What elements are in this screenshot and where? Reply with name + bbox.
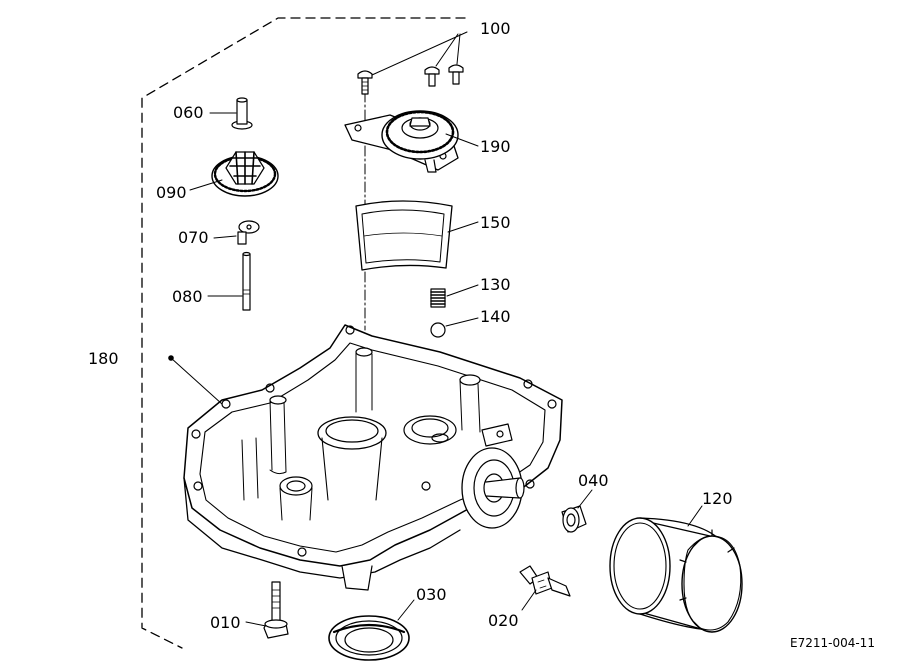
oil-filter-120-icon [609, 517, 743, 633]
part-label-180: 180 [88, 349, 119, 368]
ball-140-icon [430, 322, 446, 338]
part-label-130: 130 [480, 275, 511, 294]
oil-pan-180-icon [183, 324, 563, 591]
drawing-reference-number: E7211-004-11 [790, 636, 875, 650]
part-label-070: 070 [178, 228, 209, 247]
part-label-060: 060 [173, 103, 204, 122]
leader-120 [687, 505, 703, 527]
part-label-150: 150 [480, 213, 511, 232]
nipple-020-icon [519, 565, 571, 597]
leader-130 [446, 284, 479, 297]
strainer-150-icon [355, 200, 453, 271]
bolt-010-icon [263, 581, 289, 639]
part-label-030: 030 [416, 585, 447, 604]
leader-020 [521, 589, 537, 611]
leader-040 [577, 489, 593, 509]
part-label-020: 020 [488, 611, 519, 630]
part-label-100: 100 [480, 19, 511, 38]
part-label-080: 080 [172, 287, 203, 306]
bolt-100-icon [357, 64, 464, 95]
part-label-010: 010 [210, 613, 241, 632]
part-label-140: 140 [480, 307, 511, 326]
spring-130-icon [430, 288, 446, 308]
leader-190 [445, 133, 479, 147]
leader-030 [397, 599, 415, 621]
bushing-040-icon [561, 505, 587, 533]
pin-060-icon [231, 97, 253, 130]
oil-pump-gear-190-icon [344, 110, 459, 173]
leader-140 [445, 317, 479, 327]
shaft-080-icon [242, 251, 251, 311]
part-label-190: 190 [480, 137, 511, 156]
shaft-holder-070-icon [237, 220, 260, 245]
leader-010 [245, 621, 267, 627]
part-label-040: 040 [578, 471, 609, 490]
leader-100 [371, 31, 468, 76]
gear-090-icon [211, 151, 279, 197]
leader-180 [170, 357, 223, 405]
oil-seal-030-icon [328, 615, 410, 661]
leader-090 [189, 179, 223, 191]
leader-150 [447, 221, 479, 233]
assembly-boundary-line [141, 17, 466, 649]
leader-070 [213, 235, 237, 239]
part-label-120: 120 [702, 489, 733, 508]
part-label-090: 090 [156, 183, 187, 202]
